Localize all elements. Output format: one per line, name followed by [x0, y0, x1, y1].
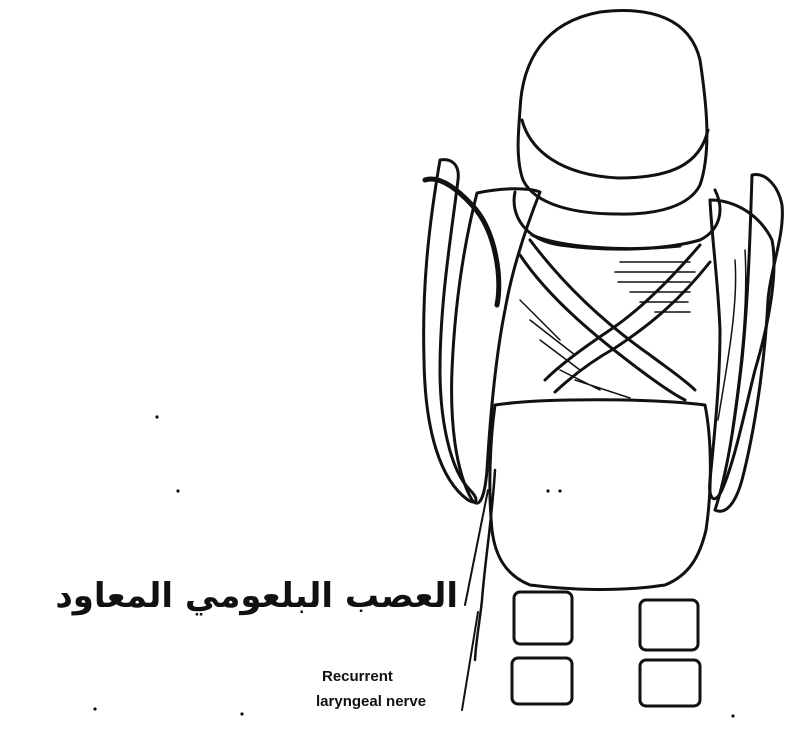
english-label-line-1: Recurrent	[316, 664, 436, 689]
left-cornu	[424, 160, 476, 502]
muscle-band-1	[520, 240, 695, 400]
dot-5	[546, 489, 549, 492]
cricoid	[490, 400, 711, 590]
trachea-ring-2	[640, 600, 698, 650]
recurrent-nerve	[475, 470, 495, 660]
epiglottis-inner	[522, 120, 708, 178]
right-cornu-hatch	[718, 250, 746, 430]
english-label-line-2: laryngeal nerve	[316, 689, 436, 714]
dot-2	[176, 489, 179, 492]
muscle-band-2	[545, 245, 710, 392]
recurrent-nerve-2	[465, 490, 488, 605]
english-nerve-label: Recurrent laryngeal nerve	[316, 664, 436, 714]
trachea-ring-1	[514, 592, 572, 644]
thyroid-collar-inner	[532, 235, 680, 249]
arabic-nerve-label: العصب البلعومي المعاود	[8, 576, 458, 616]
trachea-ring-3	[512, 658, 572, 704]
trachea-ring-4	[640, 660, 700, 706]
dot-3	[93, 707, 96, 710]
epiglottis	[518, 11, 707, 215]
dot-7	[731, 714, 734, 717]
left-lamina	[452, 189, 540, 503]
dot-1	[155, 415, 158, 418]
dot-4	[240, 712, 243, 715]
right-cornu	[715, 175, 782, 512]
left-nerve-fiber	[425, 179, 499, 305]
dot-6	[558, 489, 561, 492]
